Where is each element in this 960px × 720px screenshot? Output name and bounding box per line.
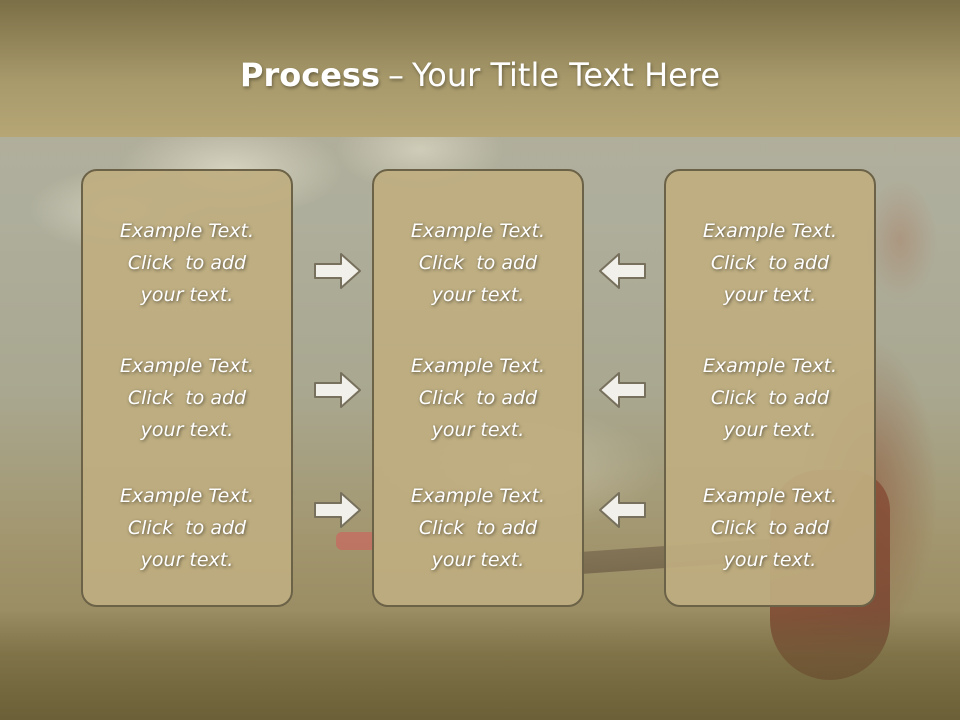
item-line: Click to add — [418, 252, 538, 274]
item-line: Example Text. — [410, 355, 546, 377]
item-line: your text. — [431, 419, 525, 441]
item-line: Click to add — [710, 252, 830, 274]
item-line: your text. — [431, 549, 525, 571]
item-line: your text. — [723, 419, 817, 441]
left-arrow-icon[interactable] — [597, 251, 647, 291]
title-rest: Your Title Text Here — [411, 56, 720, 94]
item-line: your text. — [723, 549, 817, 571]
right-arrow-icon[interactable] — [313, 370, 363, 410]
text-item[interactable]: Example Text. Click to add your text. — [83, 215, 291, 311]
background-scarf — [336, 532, 376, 550]
item-line: Example Text. — [119, 355, 255, 377]
title-bar — [0, 0, 960, 137]
item-line: Click to add — [127, 252, 247, 274]
text-item[interactable]: Example Text. Click to add your text. — [666, 480, 874, 576]
item-line: Example Text. — [702, 220, 838, 242]
text-item[interactable]: Example Text. Click to add your text. — [666, 215, 874, 311]
process-box-left[interactable]: Example Text. Click to add your text. Ex… — [81, 169, 293, 607]
left-arrow-icon[interactable] — [597, 490, 647, 530]
item-line: Example Text. — [119, 485, 255, 507]
process-box-middle[interactable]: Example Text. Click to add your text. Ex… — [372, 169, 584, 607]
text-item[interactable]: Example Text. Click to add your text. — [666, 350, 874, 446]
item-line: your text. — [140, 284, 234, 306]
item-line: Click to add — [418, 517, 538, 539]
text-item[interactable]: Example Text. Click to add your text. — [374, 480, 582, 576]
item-line: Example Text. — [119, 220, 255, 242]
item-line: Click to add — [418, 387, 538, 409]
right-arrow-icon[interactable] — [313, 490, 363, 530]
item-line: Example Text. — [410, 485, 546, 507]
process-box-right[interactable]: Example Text. Click to add your text. Ex… — [664, 169, 876, 607]
item-line: your text. — [140, 419, 234, 441]
item-line: Example Text. — [410, 220, 546, 242]
title-bold: Process — [240, 56, 380, 94]
item-line: Click to add — [710, 387, 830, 409]
item-line: your text. — [431, 284, 525, 306]
text-item[interactable]: Example Text. Click to add your text. — [374, 215, 582, 311]
text-item[interactable]: Example Text. Click to add your text. — [83, 350, 291, 446]
text-item[interactable]: Example Text. Click to add your text. — [83, 480, 291, 576]
item-line: Click to add — [127, 517, 247, 539]
background-grass — [0, 610, 960, 720]
left-arrow-icon[interactable] — [597, 370, 647, 410]
right-arrow-icon[interactable] — [313, 251, 363, 291]
item-line: Click to add — [127, 387, 247, 409]
item-line: Example Text. — [702, 485, 838, 507]
item-line: Example Text. — [702, 355, 838, 377]
text-item[interactable]: Example Text. Click to add your text. — [374, 350, 582, 446]
title-dash: – — [387, 56, 404, 94]
item-line: Click to add — [710, 517, 830, 539]
item-line: your text. — [140, 549, 234, 571]
slide-title[interactable]: Process – Your Title Text Here — [0, 0, 960, 150]
item-line: your text. — [723, 284, 817, 306]
